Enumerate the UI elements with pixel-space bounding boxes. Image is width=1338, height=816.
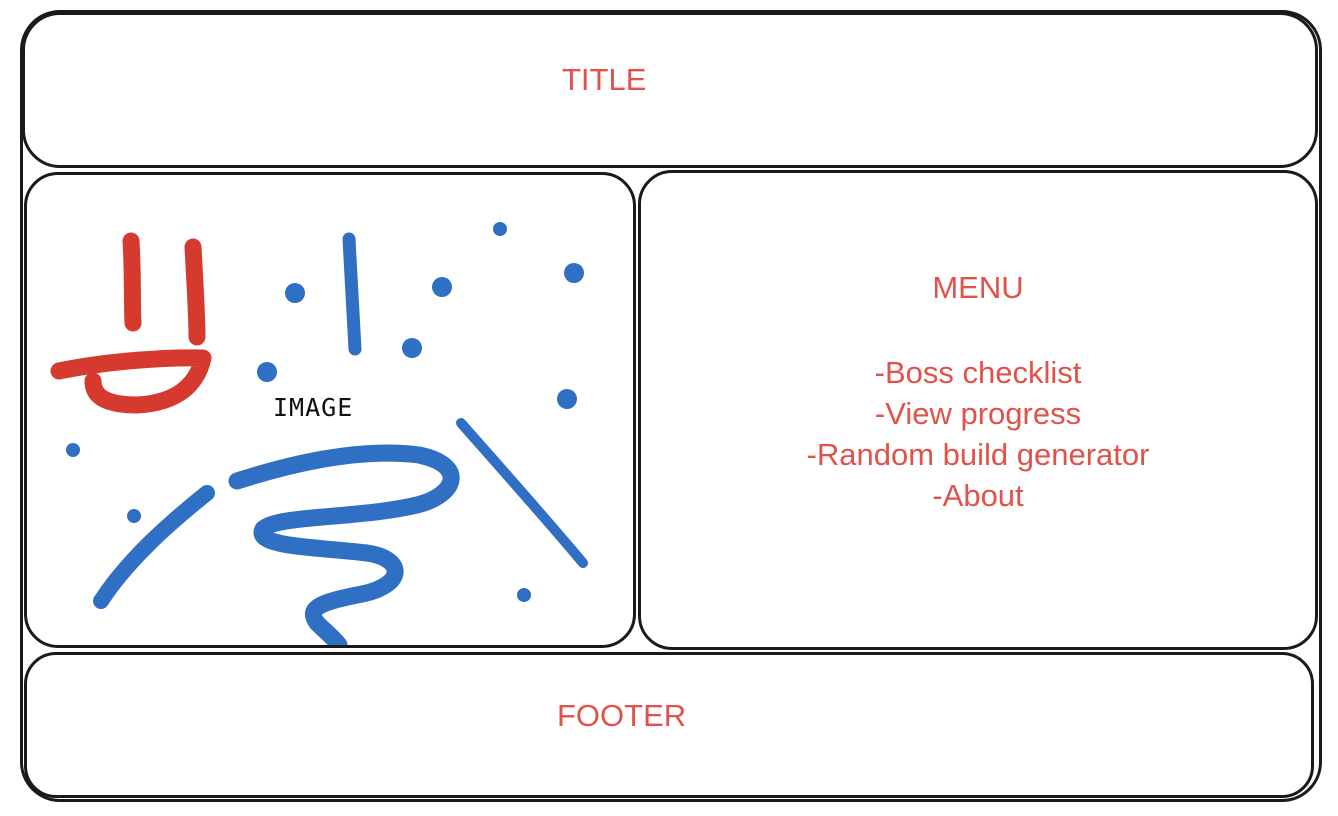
blue-dot	[557, 389, 577, 409]
blue-dot	[493, 222, 507, 236]
blue-line-diag-left	[93, 485, 215, 609]
menu-item-about[interactable]: -About	[932, 478, 1024, 513]
blue-dot	[285, 283, 305, 303]
blue-dot	[127, 509, 141, 523]
menu-item-random-build-generator[interactable]: -Random build generator	[806, 437, 1150, 472]
blue-dot	[517, 588, 531, 602]
page-title: TITLE	[562, 62, 647, 97]
menu-item-view-progress[interactable]: -View progress	[874, 396, 1082, 431]
blue-dot	[257, 362, 277, 382]
blue-line-diag-right	[456, 418, 588, 568]
menu-list: -Boss checklist -View progress -Random b…	[638, 352, 1318, 516]
blue-dot	[432, 277, 452, 297]
red-eye-right	[184, 238, 206, 346]
image-label: IMAGE	[273, 393, 354, 422]
image-placeholder: IMAGE	[24, 172, 636, 648]
menu-section	[638, 170, 1318, 650]
blue-dot	[402, 338, 422, 358]
blue-dot	[564, 263, 584, 283]
blue-squiggle	[228, 444, 460, 645]
red-eye-left	[122, 232, 142, 332]
blue-line-top	[342, 232, 362, 356]
menu-heading: MENU	[932, 270, 1024, 305]
menu-item-boss-checklist[interactable]: -Boss checklist	[874, 355, 1082, 390]
image-sketch	[50, 222, 588, 645]
page-frame	[20, 10, 1322, 802]
title-section	[22, 12, 1318, 168]
red-mouth	[50, 349, 212, 414]
blue-dot	[66, 443, 80, 457]
footer-section	[24, 652, 1314, 798]
footer-label: FOOTER	[557, 698, 687, 733]
